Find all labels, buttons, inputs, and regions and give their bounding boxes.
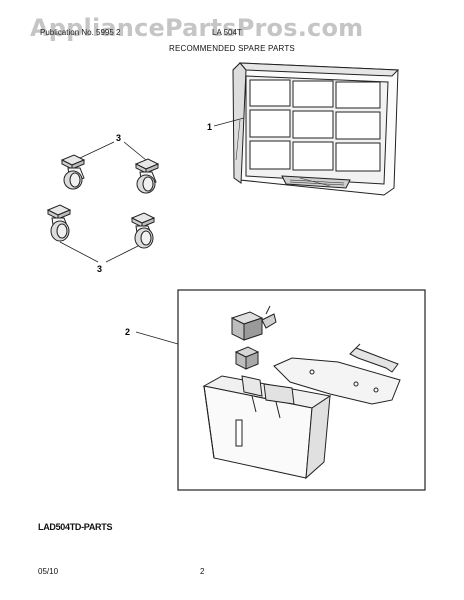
footer-date: 05/10	[38, 567, 59, 576]
publication-number: Publication No. 5995 2	[40, 28, 121, 37]
callout-3-bottom: 3	[97, 264, 102, 274]
callout-3-top: 3	[116, 133, 121, 143]
filter-panel-drawing	[232, 62, 400, 196]
bucket-plate-drawing	[273, 357, 401, 405]
leader-line-1	[213, 117, 245, 127]
leader-line-3b	[123, 141, 147, 161]
callout-2: 2	[125, 327, 130, 337]
float-switch-drawing	[230, 305, 277, 341]
leader-line-2	[135, 331, 179, 345]
water-bucket-drawing	[202, 375, 332, 480]
caster-wheel-3	[46, 204, 72, 242]
leader-line-3d	[105, 245, 139, 263]
caster-wheel-2	[134, 158, 160, 194]
watermark-text: AppliancePartsPros.com	[30, 14, 364, 42]
model-number: LA 504T	[212, 28, 242, 37]
page-number: 2	[200, 567, 205, 576]
page-subtitle: RECOMMENDED SPARE PARTS	[169, 44, 295, 53]
float-drawing	[234, 346, 260, 370]
caster-wheel-4	[130, 212, 156, 249]
leader-line-3a	[79, 141, 115, 159]
callout-1: 1	[207, 122, 212, 132]
bucket-assembly-frame	[177, 289, 426, 491]
parts-list-label: LAD504TD-PARTS	[38, 522, 113, 532]
caster-wheel-1	[60, 154, 86, 190]
leader-line-3c	[59, 241, 99, 263]
bucket-bracket-drawing	[349, 343, 399, 373]
